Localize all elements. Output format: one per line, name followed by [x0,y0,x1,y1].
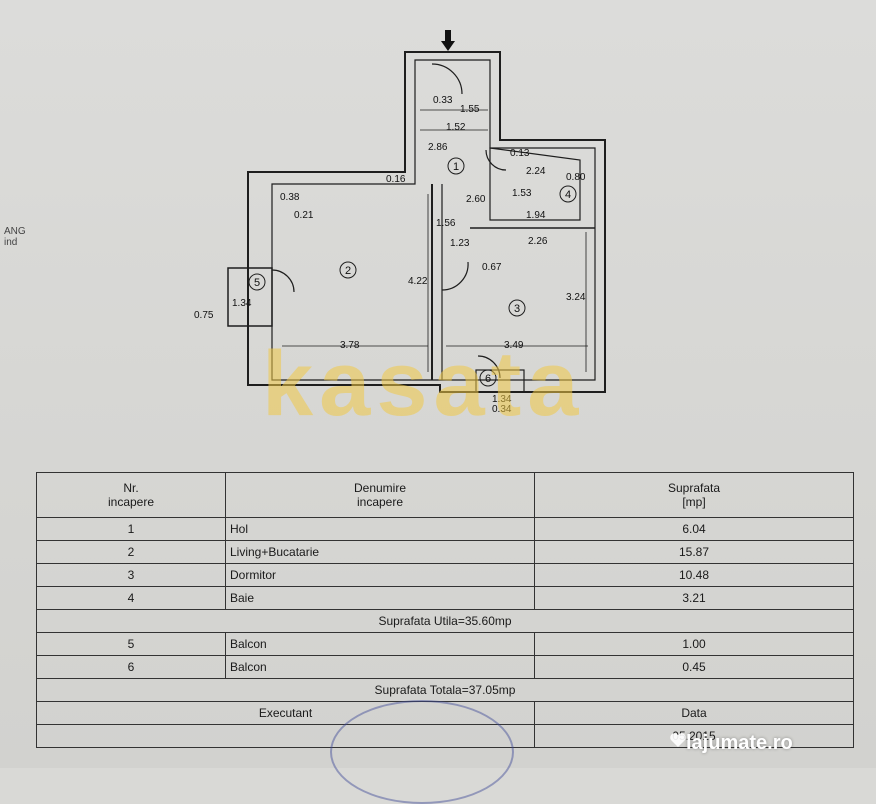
row-name: Balcon [225,632,535,656]
row-area: 6.04 [534,517,854,541]
row-name: Baie [225,586,535,610]
dim-2-60: 2.60 [466,194,486,205]
rooms-table: Nr. incapere Denumire incapere Suprafata… [36,472,854,748]
grand-total: Suprafata Totala=37.05mp [36,678,854,702]
dim-4-22: 4.22 [408,276,428,287]
dim-1-23: 1.23 [450,238,470,249]
balcony-6-outline [475,369,525,393]
door-arc-balcony-6 [477,355,501,379]
table-row: 3 Dormitor 10.48 [36,563,854,587]
table-row: 1 Hol 6.04 [36,517,854,541]
dim-0-16: 0.16 [386,174,406,185]
room-circle-3 [508,299,526,317]
room-circle-6 [479,369,497,387]
header-name: Denumire incapere [225,472,535,518]
dim-0-34: 0.34 [492,404,512,415]
room-number-3: 3 [514,303,520,315]
side-label-line-1: ANG [4,226,26,237]
table-row: 4 Baie 3.21 [36,586,854,610]
dim-2-86: 2.86 [428,142,448,153]
dim-1-55: 1.55 [460,104,480,115]
dim-0-21: 0.21 [294,210,314,221]
dim-1-52: 1.52 [446,122,466,133]
side-label: ANG ind [4,226,26,248]
room-circle-5 [248,273,266,291]
row-nr: 3 [36,563,226,587]
date-value: 05.2015 [534,724,854,748]
row-nr: 4 [36,586,226,610]
row-name: Living+Bucatarie [225,540,535,564]
watermark: kasata [262,333,585,435]
dim-3-78: 3.78 [340,340,360,351]
row-area: 1.00 [534,632,854,656]
table-row: 6 Balcon 0.45 [36,655,854,679]
room-number-1: 1 [453,161,459,173]
header-nr-text: Nr. incapere [107,481,155,509]
inner-wall [271,59,596,381]
dim-0-33: 0.33 [433,95,453,106]
row-nr: 1 [36,517,226,541]
row-name: Dormitor [225,563,535,587]
balcony-5-outline [227,267,273,327]
header-area-text: Suprafata [mp] [667,481,721,509]
room-circle-2 [339,261,357,279]
dim-2-24: 2.24 [526,166,546,177]
room-number-2: 2 [345,265,351,277]
room-number-6: 6 [485,373,491,385]
entrance-arrow-icon [441,30,455,51]
dim-0-38: 0.38 [280,192,300,203]
door-arc-entrance [431,63,463,95]
header-area: Suprafata [mp] [534,472,854,518]
lajumate-logo-icon [670,733,686,747]
date-label: Data [534,701,854,725]
header-name-text: Denumire incapere [353,481,407,509]
header-nr: Nr. incapere [36,472,226,518]
dim-0-75: 0.75 [194,310,214,321]
table-row: 5 Balcon 1.00 [36,632,854,656]
dim-0-13: 0.13 [510,148,530,159]
brand-watermark: lajumate.ro [686,732,793,754]
useful-total-row: Suprafata Utila=35.60mp [36,609,854,633]
bathroom-wall [489,147,581,221]
dim-1-34-balcony: 1.34 [232,298,252,309]
row-nr: 5 [36,632,226,656]
room-number-4: 4 [565,189,571,201]
row-area: 10.48 [534,563,854,587]
dim-3-24: 3.24 [566,292,586,303]
door-arc-bathroom [485,149,507,171]
row-nr: 6 [36,655,226,679]
useful-total: Suprafata Utila=35.60mp [36,609,854,633]
room-number-5: 5 [254,277,260,289]
outer-wall [247,51,606,393]
room-circle-1 [447,157,465,175]
table-header-row: Nr. incapere Denumire incapere Suprafata… [36,472,854,518]
dim-1-94: 1.94 [526,210,546,221]
row-area: 3.21 [534,586,854,610]
door-arc-balcony-5 [271,269,295,293]
side-label-line-2: ind [4,237,18,248]
table-row: 2 Living+Bucatarie 15.87 [36,540,854,564]
dim-0-80: 0.80 [566,172,586,183]
grand-total-row: Suprafata Totala=37.05mp [36,678,854,702]
floor-plan: 0.33 1.55 1.52 2.86 0.13 2.24 0.80 0.16 … [194,51,606,415]
dim-0-67: 0.67 [482,262,502,273]
dim-3-49: 3.49 [504,340,524,351]
door-arc-bedroom [441,261,469,291]
row-name: Hol [225,517,535,541]
row-area: 15.87 [534,540,854,564]
dim-2-26: 2.26 [528,236,548,247]
row-name: Balcon [225,655,535,679]
room-circle-4 [559,185,577,203]
dim-1-56: 1.56 [436,218,456,229]
row-area: 0.45 [534,655,854,679]
stamp-seal [330,700,514,804]
dim-1-34-bottom: 1.34 [492,394,512,405]
dim-1-53: 1.53 [512,188,532,199]
row-nr: 2 [36,540,226,564]
